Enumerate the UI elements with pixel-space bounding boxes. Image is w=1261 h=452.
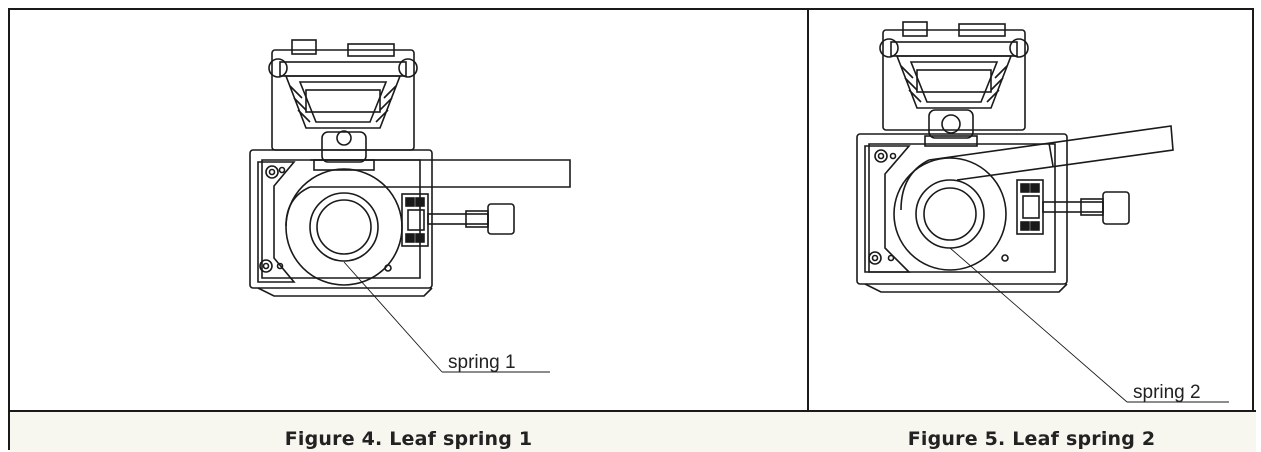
leaf-spring-2-diagram: spring 2	[856, 21, 1229, 403]
caption-row: Figure 4. Leaf spring 1 Figure 5. Leaf s…	[10, 412, 1256, 452]
figure-4-caption: Figure 4. Leaf spring 1	[284, 428, 533, 450]
caption-divider	[10, 410, 1256, 412]
figure-table: spring 1	[8, 8, 1256, 452]
figure-5-drawing: spring 2	[809, 10, 1254, 410]
callout-spring-1: spring 1	[448, 352, 516, 373]
figure-5-caption: Figure 5. Leaf spring 2	[907, 428, 1156, 450]
leaf-spring-1-diagram: spring 1	[249, 39, 571, 373]
figure-4-drawing: spring 1	[10, 10, 807, 410]
callout-spring-2: spring 2	[1133, 382, 1201, 403]
column-divider	[807, 10, 809, 452]
